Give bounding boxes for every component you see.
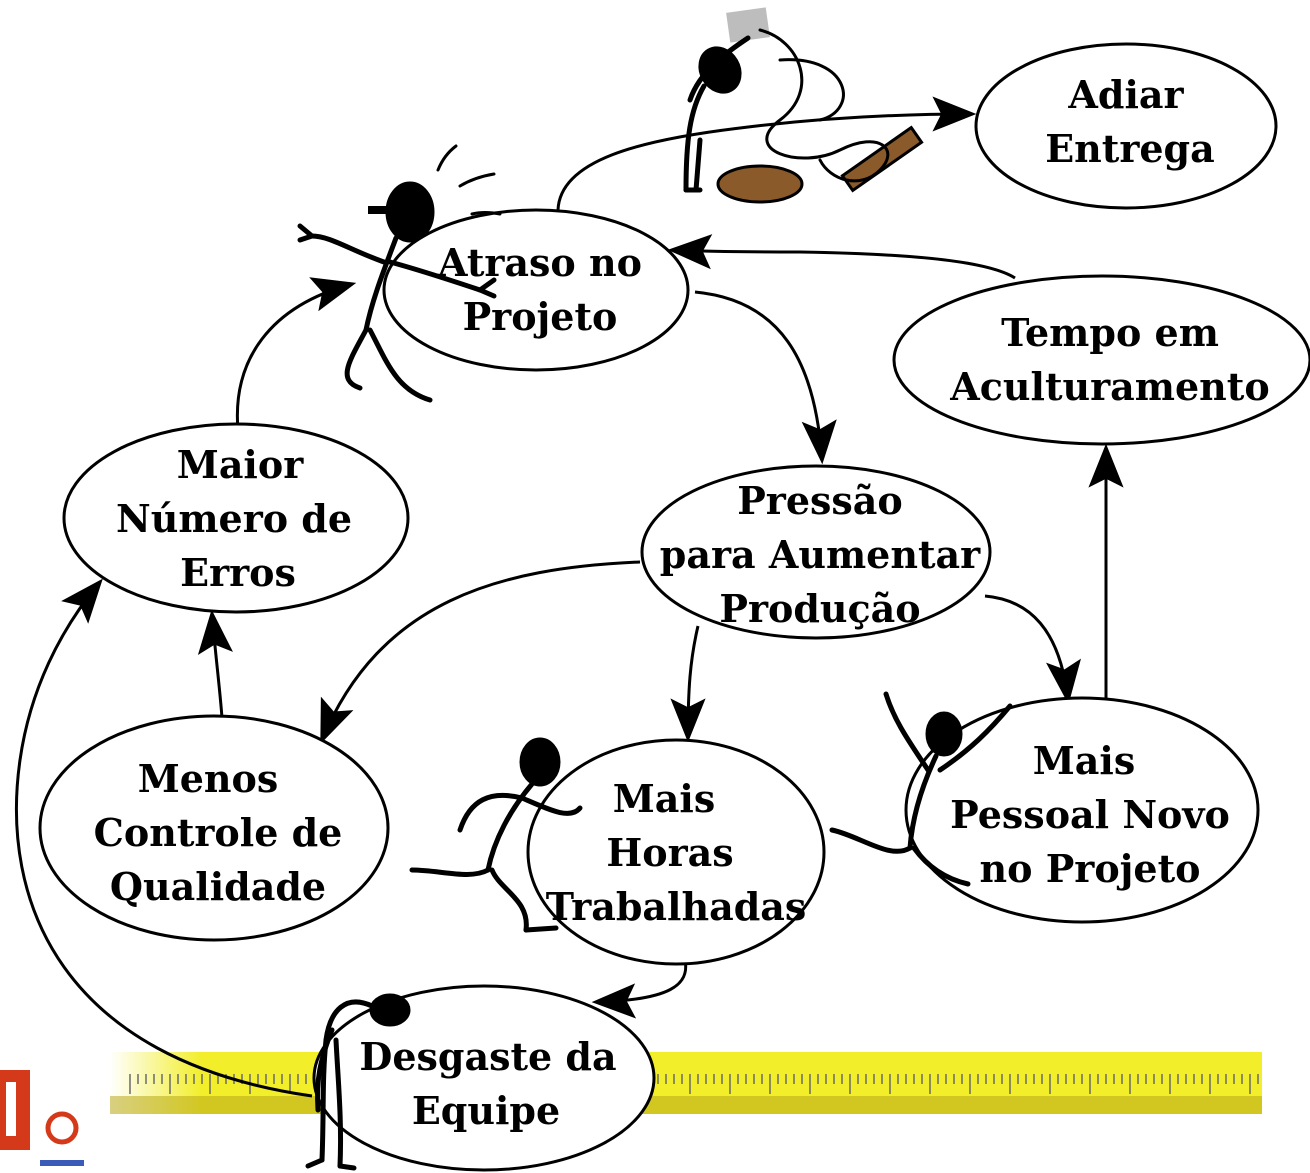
node-pressao-line-3: Produção	[719, 586, 920, 631]
node-mais-pessoal: Mais Pessoal Novo no Projeto	[904, 696, 1260, 924]
edge-erros-to-atraso	[235, 277, 357, 431]
node-menos-controle: Menos Controle de Qualidade	[38, 714, 390, 942]
node-pressao-line-1: Pressão	[737, 478, 903, 523]
node-horas-line-3: Trabalhadas	[546, 884, 807, 929]
edge-tempo-to-atraso	[667, 234, 1016, 280]
node-horas-line-2: Horas	[606, 830, 733, 875]
edge-controle-to-erros	[197, 609, 233, 719]
node-adiar-entrega-line-1: Adiar	[1067, 72, 1184, 117]
edge-horas-to-desgaste	[591, 959, 688, 1019]
edge-pressao-to-controle	[320, 560, 641, 745]
edge-atraso-to-adiar	[556, 96, 977, 211]
running-figure-icon	[409, 737, 583, 933]
node-pessoal-line-1: Mais	[1033, 738, 1136, 783]
node-atraso-line-1: Atraso no	[437, 240, 642, 285]
ruler-banner	[110, 1052, 1262, 1114]
shocked-figure-icon	[297, 144, 502, 403]
node-controle-line-2: Controle de	[94, 810, 343, 855]
edge-pressao-to-pessoal	[984, 594, 1081, 705]
node-adiar-entrega: Adiar Entrega	[974, 42, 1278, 210]
node-desgaste-line-2: Equipe	[412, 1088, 560, 1133]
node-desgaste-line-1: Desgaste da	[359, 1034, 616, 1079]
node-adiar-entrega-line-2: Entrega	[1045, 126, 1215, 171]
node-tempo-line-2: Aculturamento	[949, 364, 1269, 409]
node-horas-line-1: Mais	[613, 776, 716, 821]
tired-figure-icon	[305, 993, 411, 1171]
node-erros-line-2: Número de	[116, 496, 352, 541]
logo-mark	[0, 1070, 84, 1166]
hourglass-figure-icon	[683, 7, 924, 204]
node-pessoal-line-3: no Projeto	[980, 846, 1201, 891]
node-tempo-line-1: Tempo em	[1001, 310, 1219, 355]
edge-pressao-to-horas	[670, 625, 706, 743]
node-pessoal-line-2: Pessoal Novo	[950, 792, 1230, 837]
node-pressao-producao: Pressão para Aumentar Produção	[640, 464, 992, 640]
node-pressao-line-2: para Aumentar	[660, 532, 981, 577]
node-atraso-line-2: Projeto	[463, 294, 618, 339]
node-atraso-projeto: Atraso no Projeto	[382, 208, 690, 372]
edge-desgaste-to-erros	[14, 578, 313, 1098]
node-mais-horas: Mais Horas Trabalhadas	[526, 738, 826, 966]
edges	[14, 96, 1124, 1098]
node-maior-numero-erros: Maior Número de Erros	[62, 422, 410, 614]
node-desgaste-equipe: Desgaste da Equipe	[312, 984, 656, 1172]
jumping-figure-icon	[829, 691, 1013, 887]
node-tempo-aculturamento: Tempo em Aculturamento	[892, 274, 1310, 446]
node-controle-line-3: Qualidade	[110, 864, 326, 909]
node-erros-line-1: Maior	[177, 442, 304, 487]
node-erros-line-3: Erros	[180, 550, 296, 595]
edge-atraso-to-pressao	[694, 290, 837, 465]
node-controle-line-1: Menos	[138, 756, 279, 801]
